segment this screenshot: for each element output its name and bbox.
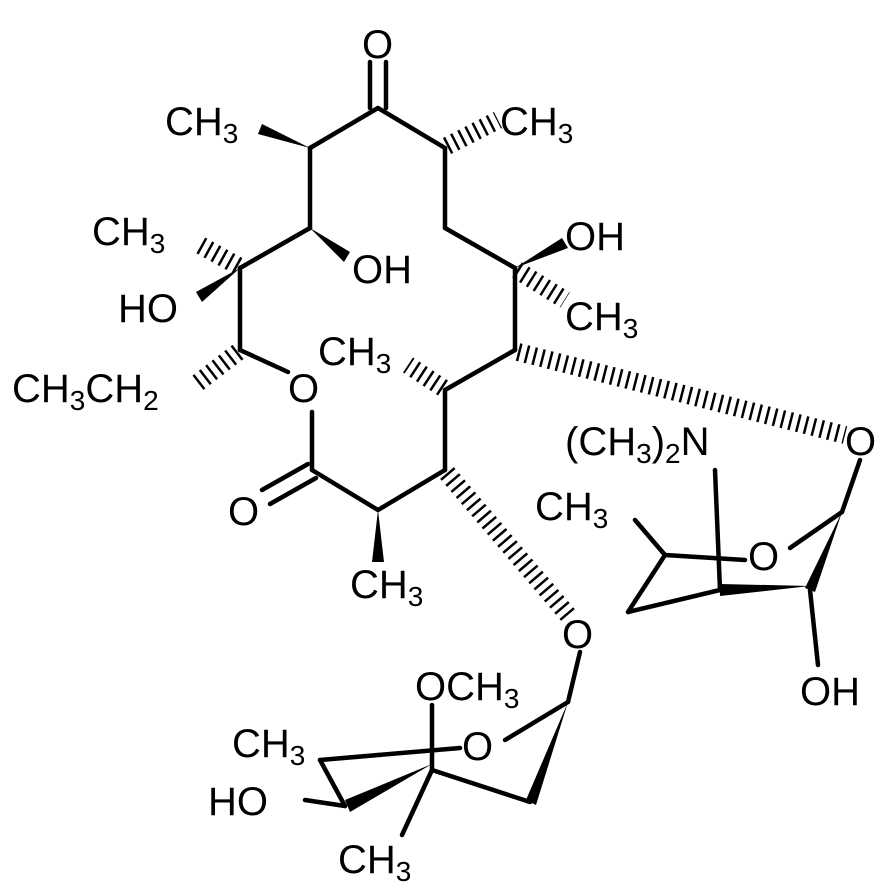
bond bbox=[307, 105, 381, 151]
bond bbox=[839, 457, 863, 515]
wedge-bond bbox=[345, 764, 432, 812]
glycosidic-oxygen-label: O bbox=[845, 420, 876, 464]
stereo-bonds bbox=[189, 111, 848, 621]
methyl-label: CH3 bbox=[92, 210, 165, 259]
methyl-label: CH3 bbox=[232, 722, 305, 771]
bond bbox=[309, 467, 381, 513]
bond bbox=[565, 649, 583, 705]
hash-bond bbox=[442, 111, 503, 155]
wedge-bond bbox=[805, 512, 842, 592]
hash-bond bbox=[403, 357, 448, 396]
hydroxyl-label: OH bbox=[565, 215, 625, 259]
bond bbox=[302, 797, 348, 809]
dimethylamino-label: (CH3)2N bbox=[565, 420, 709, 469]
wedge-bond bbox=[196, 268, 240, 302]
bond bbox=[375, 467, 448, 513]
hash-bond bbox=[512, 262, 570, 308]
bond bbox=[237, 347, 291, 375]
wedge-bond bbox=[515, 238, 568, 268]
bond bbox=[442, 347, 518, 393]
hash-bond bbox=[515, 343, 848, 444]
methoxy-label: OCH3 bbox=[415, 665, 519, 714]
bond bbox=[787, 509, 845, 551]
hash-bond bbox=[189, 344, 244, 393]
hydroxyl-label: OH bbox=[352, 248, 412, 292]
carbonyl-oxygen-label: O bbox=[228, 490, 259, 534]
bond bbox=[375, 105, 448, 151]
bond bbox=[712, 467, 723, 593]
ester-oxygen-label: O bbox=[288, 367, 319, 411]
wedge-bond bbox=[372, 510, 384, 562]
methyl-label: CH3 bbox=[165, 100, 238, 149]
desosamine-ring bbox=[625, 457, 863, 668]
glycosidic-oxygen-label: O bbox=[562, 613, 593, 657]
bond bbox=[625, 587, 723, 615]
methyl-label: CH3 bbox=[565, 295, 638, 344]
bond bbox=[317, 757, 348, 809]
bond bbox=[442, 225, 518, 271]
cladinose-ring bbox=[302, 649, 583, 838]
wedge-bond bbox=[526, 702, 568, 805]
ketone-oxygen-label: O bbox=[362, 23, 393, 67]
ethyl-label: CH3CH2 bbox=[12, 367, 159, 416]
methyl-label: CH3 bbox=[318, 330, 391, 379]
methyl-label: CH3 bbox=[350, 563, 423, 612]
bond bbox=[662, 552, 748, 563]
hydroxyl-label: HO bbox=[118, 287, 178, 331]
double-bond bbox=[267, 475, 319, 507]
hydroxyl-label: HO bbox=[208, 780, 268, 824]
double-bond bbox=[259, 461, 311, 493]
atom-labels: O CH3 CH3 CH3 OH HO OH CH3 CH3 CH3CH2 O … bbox=[12, 23, 876, 887]
bond bbox=[632, 517, 668, 558]
methyl-label: CH3 bbox=[338, 838, 411, 887]
bond bbox=[625, 552, 668, 615]
wedge-bond bbox=[258, 124, 310, 148]
hash-bond bbox=[195, 237, 243, 274]
bond bbox=[317, 745, 463, 763]
bond bbox=[237, 225, 313, 271]
bond bbox=[502, 699, 571, 743]
ring-oxygen-label: O bbox=[748, 535, 779, 579]
macrolactone-ring bbox=[237, 59, 518, 513]
methyl-label: CH3 bbox=[500, 100, 573, 149]
ring-oxygen-label: O bbox=[462, 725, 493, 769]
bond bbox=[399, 767, 435, 838]
wedge-bond bbox=[720, 584, 810, 596]
hydroxyl-label: OH bbox=[800, 670, 860, 714]
wedge-bond bbox=[310, 228, 350, 262]
bond bbox=[429, 767, 533, 805]
bond bbox=[807, 587, 821, 668]
methyl-label: CH3 bbox=[535, 485, 608, 534]
